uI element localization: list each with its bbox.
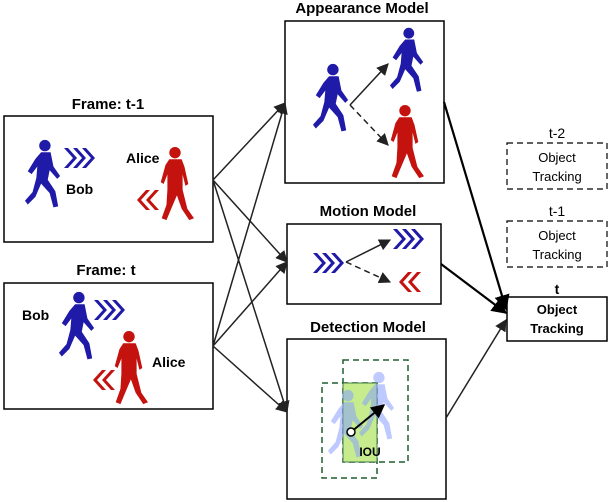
output-line1: Object — [537, 302, 578, 317]
frame-prev-person-b: Alice — [126, 150, 160, 166]
arrow-detection-to-output — [445, 318, 507, 419]
frame-to-model-arrows — [212, 101, 290, 414]
frame-prev: Frame: t-1 Bob Alice — [3, 96, 214, 243]
frame-prev-person-a: Bob — [66, 181, 93, 197]
history-line2: Tracking — [532, 169, 581, 184]
motion-match-arrow — [345, 239, 392, 263]
arrow-motion-to-output — [440, 263, 508, 314]
iou-origin-dot — [346, 427, 356, 437]
output-line2: Tracking — [530, 321, 584, 336]
arrow-prev-to-appearance — [212, 102, 286, 181]
history-box — [506, 220, 608, 268]
appearance-match-arrow — [349, 63, 389, 106]
history-box — [506, 142, 608, 190]
appearance-model-box — [284, 20, 445, 184]
history-line1: Object — [538, 228, 576, 243]
history-line2: Tracking — [532, 247, 581, 262]
appearance-model-title: Appearance Model — [295, 0, 428, 17]
model-to-output-arrows — [440, 101, 510, 419]
arrow-curr-to-motion — [212, 261, 288, 347]
history-time: t-1 — [549, 203, 566, 219]
detection-model: Detection Model IOU — [286, 319, 447, 500]
arrow-appearance-to-output — [442, 101, 510, 311]
output-box — [506, 296, 608, 342]
frame-curr-person-a: Bob — [22, 307, 49, 323]
arrow-prev-to-detection — [212, 179, 290, 414]
detection-model-title: Detection Model — [310, 319, 426, 336]
motion-nonmatch-arrow — [345, 261, 392, 283]
output-panel: t Object Tracking — [506, 281, 608, 342]
motion-model: Motion Model — [286, 203, 442, 305]
history-time: t-2 — [549, 125, 566, 141]
appearance-model: Appearance Model — [284, 0, 445, 184]
frame-curr-person-b: Alice — [152, 354, 186, 370]
iou-label: IOU — [359, 445, 380, 459]
frame-curr: Frame: t Bob Alice — [3, 262, 214, 410]
appearance-nonmatch-arrow — [349, 104, 389, 146]
arrow-curr-to-appearance — [212, 101, 288, 347]
frame-curr-title: Frame: t — [76, 262, 135, 279]
history-line1: Object — [538, 150, 576, 165]
motion-model-title: Motion Model — [320, 203, 417, 220]
frame-prev-title: Frame: t-1 — [72, 96, 145, 113]
output-time: t — [555, 281, 560, 297]
iou-arrow — [350, 404, 386, 433]
arrow-curr-to-detection — [212, 345, 288, 413]
history-panel: t-2 Object Tracking t-1 Object Tracking — [506, 125, 608, 268]
